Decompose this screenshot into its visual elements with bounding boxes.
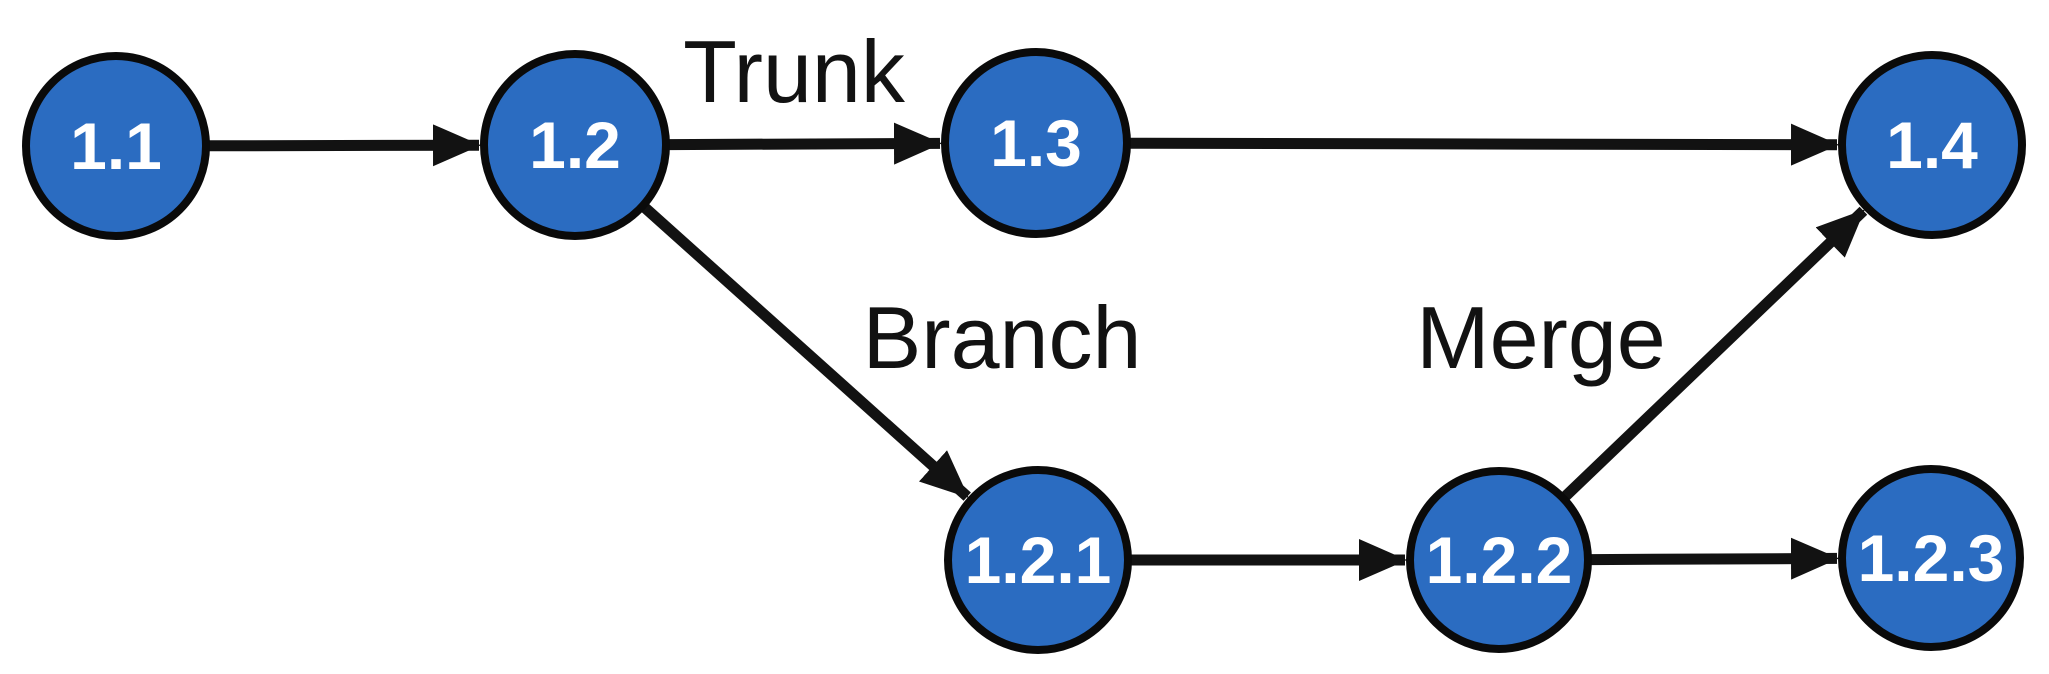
node-label-1-2-2: 1.2.2 bbox=[1426, 523, 1573, 597]
edge-1-1-to-1-2 bbox=[208, 124, 482, 167]
node-circle-1-1 bbox=[22, 52, 210, 240]
node-1-2-3: 1.2.3 bbox=[1838, 465, 2024, 651]
node-label-1-2: 1.2 bbox=[529, 108, 621, 182]
edge-1-2-to-1-3 bbox=[668, 122, 943, 165]
node-circle-1-2-2 bbox=[1406, 467, 1592, 653]
node-label-1-2-1: 1.2.1 bbox=[965, 523, 1112, 597]
edge-label-branch: Branch bbox=[863, 288, 1142, 387]
node-circle-1-2 bbox=[480, 50, 670, 240]
node-1-2: 1.2 bbox=[480, 50, 670, 240]
edge-1-2-2-to-1-4 bbox=[1561, 206, 1868, 501]
node-label-1-1: 1.1 bbox=[70, 109, 162, 183]
node-label-1-4: 1.4 bbox=[1886, 108, 1978, 182]
edge-label-merge: Merge bbox=[1416, 288, 1665, 387]
node-1-1: 1.1 bbox=[22, 52, 210, 240]
node-1-2-2: 1.2.2 bbox=[1406, 467, 1592, 653]
edge-1-2-to-1-2-1 bbox=[641, 203, 971, 501]
node-circle-1-2-1 bbox=[944, 466, 1132, 654]
node-1-2-1: 1.2.1 bbox=[944, 466, 1132, 654]
node-label-1-2-3: 1.2.3 bbox=[1858, 521, 2005, 595]
edge-label-trunk: Trunk bbox=[683, 22, 906, 121]
node-circle-1-2-3 bbox=[1838, 465, 2024, 651]
edge-1-2-2-to-1-2-3 bbox=[1590, 537, 1840, 580]
node-1-3: 1.3 bbox=[941, 48, 1131, 238]
node-label-1-3: 1.3 bbox=[990, 106, 1082, 180]
node-1-4: 1.4 bbox=[1838, 51, 2026, 239]
node-circle-1-3 bbox=[941, 48, 1131, 238]
node-circle-1-4 bbox=[1838, 51, 2026, 239]
edge-1-3-to-1-4 bbox=[1129, 123, 1840, 166]
